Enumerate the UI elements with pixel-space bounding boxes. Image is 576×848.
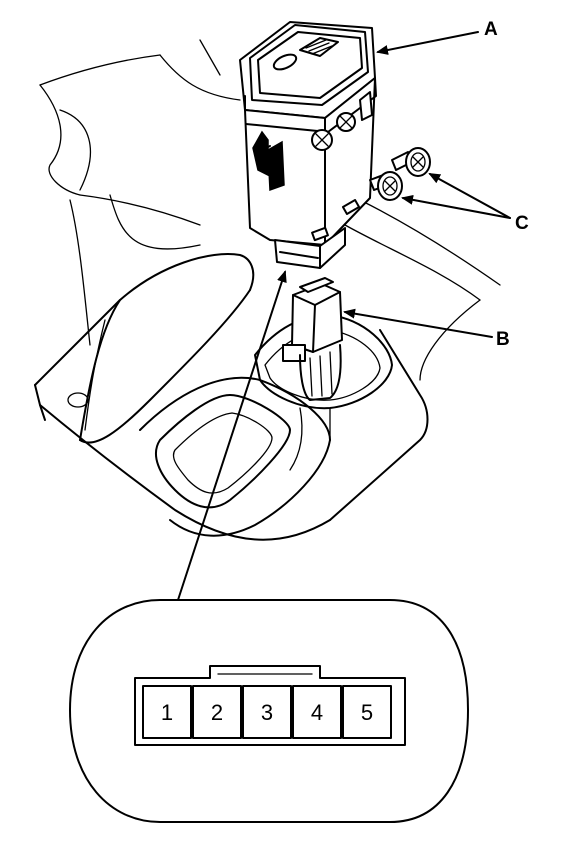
connector-detail-view: 1 2 3 4 5: [69, 599, 469, 823]
pin-1-label: 1: [161, 700, 173, 725]
pin-5-label: 5: [361, 700, 373, 725]
harness-connector: [282, 277, 343, 401]
pin-4-label: 4: [311, 700, 323, 725]
console-outline: [39, 39, 501, 381]
pin-3-label: 3: [261, 700, 273, 725]
pin-2-label: 2: [211, 700, 223, 725]
connector-pin-cells: [142, 685, 392, 739]
mounting-screws: [369, 147, 431, 201]
leader-lines: [177, 31, 511, 601]
rear-defroster-switch: [239, 21, 377, 269]
callout-c-label: C: [515, 213, 529, 234]
callout-b-label: B: [496, 329, 510, 350]
console-body: [34, 253, 429, 541]
callout-a-label: A: [484, 19, 498, 40]
